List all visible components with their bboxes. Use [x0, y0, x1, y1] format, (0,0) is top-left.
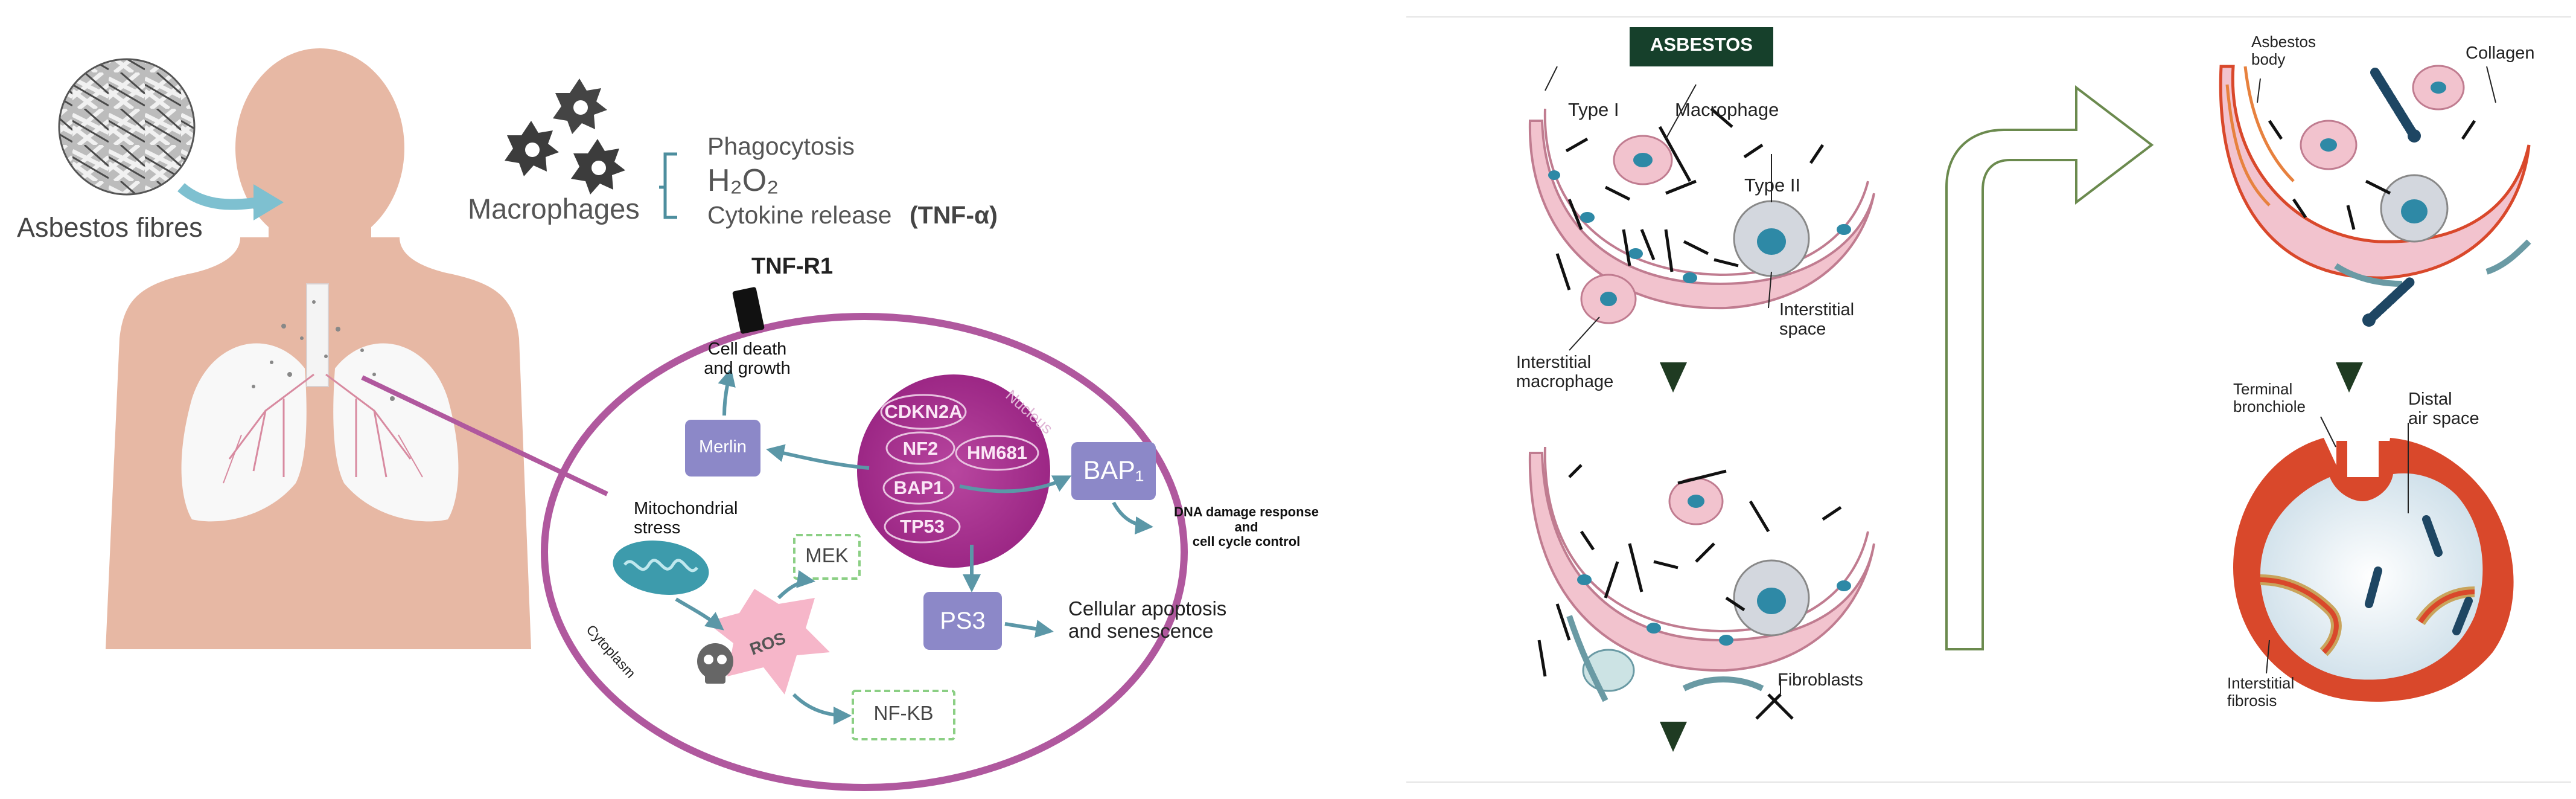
alveolus-fibroblasts: [1528, 446, 1875, 720]
gene-ovals: [880, 394, 1039, 544]
asbestos-badge: [1630, 27, 1773, 66]
lung-to-cell-connector: [361, 375, 608, 496]
terminal-bronchiole-label: Terminal bronchiole: [2233, 380, 2306, 416]
fibre-to-mouth-arrow: [177, 182, 261, 210]
macrophages-label: Macrophages: [468, 193, 640, 225]
gene-tp53: TP53: [899, 516, 945, 537]
bap1-box: [1071, 442, 1156, 500]
alveolus-fibrotic: [2219, 65, 2531, 327]
nucleus: [857, 374, 1050, 568]
h2o2-label: H₂O₂: [707, 163, 779, 198]
asbestos-fibres-late: [1537, 464, 1842, 720]
merlin-box: [685, 420, 760, 477]
collagen-label: Collagen: [2466, 43, 2535, 63]
apoptosis-label: Cellular apoptosis and senescence: [1068, 597, 1227, 642]
asbestos-body-rod-1: [2370, 68, 2421, 143]
distal-air-space-label: Distal air space: [2408, 390, 2479, 429]
right-panel: [1406, 16, 2571, 783]
phagocytosis-label: Phagocytosis: [707, 132, 855, 160]
tnf-r1-receptor: [732, 287, 765, 334]
fibroblasts-label: Fibroblasts: [1777, 670, 1863, 690]
interstitial-macrophage-label: Interstitial macrophage: [1516, 353, 1614, 392]
asbestos-body-rod-2: [2362, 276, 2416, 327]
nfkb-label: NF-KB: [873, 702, 934, 724]
distal-air-space: [2233, 438, 2514, 702]
cell-death-growth-label: Cell death and growth: [704, 339, 791, 379]
mek-box: [793, 534, 861, 580]
lungs-icon: [181, 343, 459, 522]
head-shape: [235, 48, 404, 248]
lung-fibre-specks: [252, 300, 395, 401]
mek-label: MEK: [805, 544, 849, 566]
leader-lines: [1545, 66, 2496, 695]
macrophage-icons: [505, 79, 625, 194]
down-arrow-3: [2336, 362, 2363, 393]
macrophage-label: Macrophage: [1675, 99, 1779, 120]
trachea-icon: [306, 283, 329, 387]
progression-arrow: [1945, 85, 2154, 650]
gene-bap1: BAP1: [893, 477, 944, 498]
mitochondrial-stress-label: Mitochondrial stress: [634, 499, 738, 538]
asbestos-body-label: Asbestos body: [2251, 33, 2316, 69]
interstitial-space-label: Interstitial space: [1779, 300, 1855, 339]
down-arrow-1: [1660, 362, 1687, 393]
mitochondrion-icon: [613, 541, 709, 595]
bap1-box-label: BAP₁: [1083, 456, 1144, 485]
cell-membrane: [541, 313, 1188, 791]
down-arrow-2: [1660, 722, 1687, 752]
asbestos-fibres-label: Asbestos fibres: [17, 212, 203, 243]
alveolus-early: [1528, 107, 1875, 324]
skull-icon: [697, 643, 733, 684]
pathway-arrows: [675, 368, 1153, 725]
cytokine-release-label: Cytokine release: [707, 201, 892, 229]
tnf-r1-label: TNF-R1: [751, 254, 834, 279]
p53-box-label: PS3: [940, 608, 986, 634]
interstitial-fibrosis-label: Interstitial fibrosis: [2227, 674, 2295, 710]
type-i-label: Type I: [1568, 99, 1619, 120]
asbestos-fibres-early: [1555, 107, 1825, 290]
gene-hm681: HM681: [967, 442, 1027, 463]
merlin-label: Merlin: [699, 437, 747, 457]
p53-box: [923, 592, 1002, 650]
dna-damage-label: DNA damage response and cell cycle contr…: [1173, 504, 1319, 550]
asbestos-badge-label: ASBESTOS: [1650, 34, 1753, 55]
human-silhouette: [106, 48, 531, 649]
ros-star: [706, 589, 830, 695]
gene-nf2: NF2: [902, 438, 939, 459]
nfkb-box: [852, 690, 955, 740]
tnf-alpha-label: (TNF-α): [910, 201, 998, 229]
type-ii-label: Type II: [1744, 175, 1801, 196]
gene-cdkn2a: CDKN2A: [884, 401, 963, 422]
asbestos-fibres-image: [58, 58, 196, 196]
torso-shape: [106, 237, 531, 649]
response-bracket: [659, 152, 677, 219]
left-panel: [58, 48, 1188, 791]
